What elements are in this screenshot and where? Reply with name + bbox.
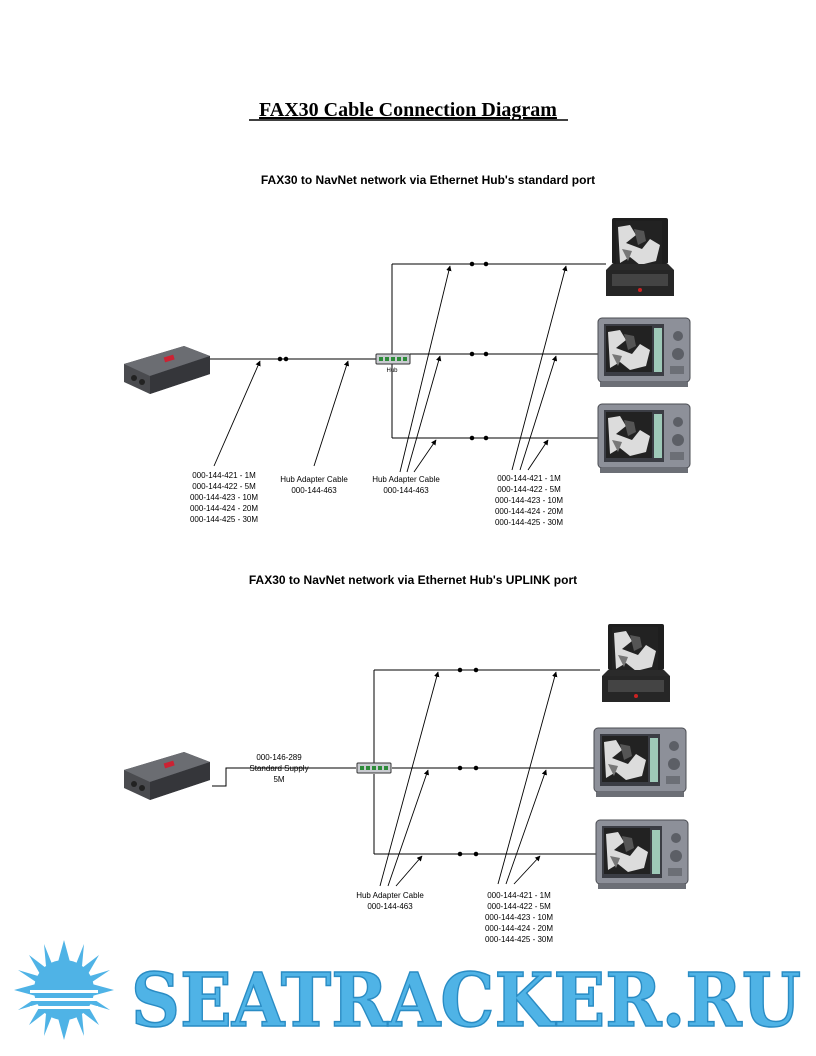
section2-right-cable-part-1: 000-144-421 - 1M: [487, 891, 551, 900]
section2-supply-name: Standard Supply: [249, 764, 308, 773]
section1-leaders: [213, 265, 568, 473]
section2-hub-adapter-part: 000-144-463: [367, 902, 413, 911]
section2-right-cable-part-2: 000-144-422 - 5M: [487, 902, 551, 911]
section1-cables: [210, 261, 606, 441]
section1-hub-adapter-left-part: 000-144-463: [291, 486, 337, 495]
watermark-text: SEATRACKER.RU: [131, 958, 801, 1044]
section1-right-cable-part-2: 000-144-422 - 5M: [497, 485, 561, 494]
section1-right-cable-part-1: 000-144-421 - 1M: [497, 474, 561, 483]
section1-fax30-unit: [124, 346, 210, 394]
sun-logo-icon: [14, 940, 114, 1040]
section2-leaders: [379, 671, 558, 887]
section1-laptop: [606, 218, 674, 296]
section2-hub-adapter-name: Hub Adapter Cable: [356, 891, 424, 900]
section1-cable-part-1: 000-144-421 - 1M: [192, 471, 256, 480]
section1-heading: FAX30 to NavNet network via Ethernet Hub…: [261, 173, 595, 187]
section1-hub-adapter-right-part: 000-144-463: [383, 486, 429, 495]
section2-cables: [212, 667, 600, 857]
section2-supply-length: 5M: [273, 775, 284, 784]
section1-cable-part-5: 000-144-425 - 30M: [190, 515, 258, 524]
section1-right-cable-part-5: 000-144-425 - 30M: [495, 518, 563, 527]
section2-supply-part: 000-146-289: [256, 753, 302, 762]
section2-right-cable-part-5: 000-144-425 - 30M: [485, 935, 553, 944]
section1-cable-part-4: 000-144-424 - 20M: [190, 504, 258, 513]
section1-cable-part-2: 000-144-422 - 5M: [192, 482, 256, 491]
section2-display-1: [594, 728, 686, 797]
section1-cable-part-3: 000-144-423 - 10M: [190, 493, 258, 502]
section1-hub-adapter-right-name: Hub Adapter Cable: [372, 475, 440, 484]
page-title: FAX30 Cable Connection Diagram: [259, 99, 557, 121]
section1-right-cable-part-3: 000-144-423 - 10M: [495, 496, 563, 505]
section2-right-cable-part-4: 000-144-424 - 20M: [485, 924, 553, 933]
section2-laptop: [602, 624, 670, 702]
section1-display-1: [598, 318, 690, 387]
section2-fax30-unit: [124, 752, 210, 800]
section1-hub-adapter-left-name: Hub Adapter Cable: [280, 475, 348, 484]
section2-hub: [356, 762, 392, 774]
section2-display-2: [596, 820, 688, 889]
section2-heading: FAX30 to NavNet network via Ethernet Hub…: [249, 573, 577, 587]
section1-hub-label: Hub: [386, 368, 398, 374]
section2-right-cable-part-3: 000-144-423 - 10M: [485, 913, 553, 922]
section1-right-cable-part-4: 000-144-424 - 20M: [495, 507, 563, 516]
section1-display-2: [598, 404, 690, 473]
section1-hub: [375, 353, 411, 365]
